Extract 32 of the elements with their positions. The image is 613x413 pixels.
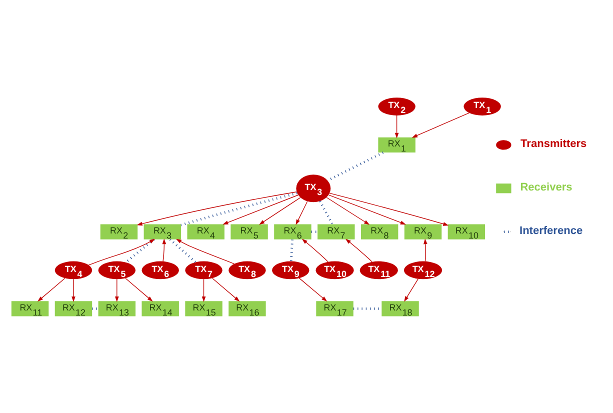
arrow xyxy=(424,238,428,262)
arrow xyxy=(298,277,328,302)
arrow xyxy=(259,196,301,224)
arrow xyxy=(326,196,370,224)
arrow xyxy=(38,277,66,302)
legend-label: Receivers xyxy=(520,180,572,193)
arrow xyxy=(404,278,419,302)
arrow xyxy=(302,238,329,262)
connector xyxy=(180,192,298,226)
arrow xyxy=(345,238,372,262)
connector xyxy=(169,238,196,262)
arrow xyxy=(412,112,470,138)
connector xyxy=(124,238,155,263)
arrow xyxy=(162,238,166,262)
connector xyxy=(318,200,334,224)
arrow xyxy=(202,278,206,302)
arrow xyxy=(212,277,240,302)
legend-label: Interference xyxy=(520,224,583,236)
arrow xyxy=(222,194,299,224)
arrow xyxy=(176,238,235,264)
arrow xyxy=(136,191,297,226)
arrow xyxy=(88,238,156,265)
arrow xyxy=(394,114,399,138)
legend-label: Transmitters xyxy=(520,137,587,150)
connector xyxy=(290,239,294,261)
arrow xyxy=(296,200,308,224)
arrow xyxy=(125,277,153,302)
arrow xyxy=(72,278,76,302)
connector xyxy=(327,151,384,182)
arrow xyxy=(114,278,119,302)
arrow xyxy=(328,194,406,224)
arrow xyxy=(329,192,449,226)
